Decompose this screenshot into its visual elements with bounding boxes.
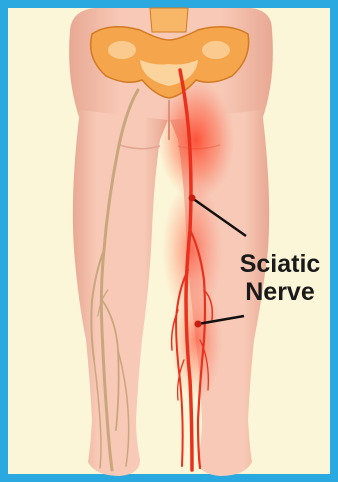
label-line-1: Sciatic [240,250,321,278]
label-line-2: Nerve [245,278,315,306]
nerve-marker-lower [195,321,202,328]
nerve-marker-upper [189,195,196,202]
